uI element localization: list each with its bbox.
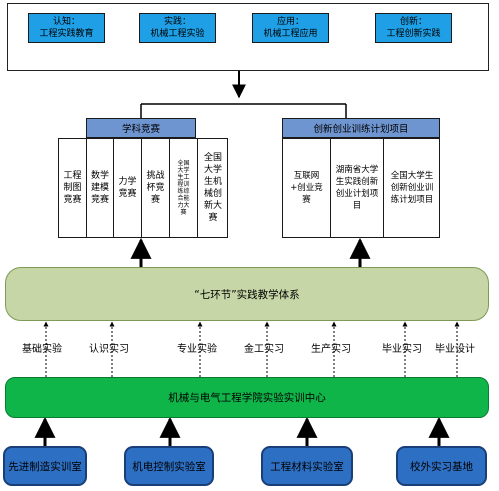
- column-divider: [330, 138, 331, 238]
- practice-label-production-internship: 生产实习: [311, 344, 351, 355]
- stage-box-innovation: 创新： 工程创新实践: [375, 13, 452, 43]
- competition-item-label: 全国大学生机械创新大赛: [203, 153, 222, 223]
- stage-line1: 创新：: [399, 17, 427, 27]
- stage-line1: 实践：: [163, 17, 191, 27]
- innovation-item: 全国大学生创新创业训练计划项目: [385, 142, 439, 234]
- practice-label-graduation-internship: 毕业实习: [382, 344, 422, 355]
- innovation-item-label: 互联网+创业竞赛: [290, 171, 323, 205]
- competition-item: 挑战杯竞赛: [143, 142, 168, 234]
- innovation-item-label: 全国大学生创新创业训练计划项目: [390, 171, 434, 205]
- stage-line2: 工程创新实践: [386, 29, 441, 39]
- stage-line2: 机械工程实验: [150, 29, 205, 39]
- practice-system-label: “七环节”实践教学体系: [194, 288, 300, 301]
- stage-box-cognition: 认知： 工程实践教育: [28, 13, 105, 43]
- lab-label: 先进制造实训室: [8, 460, 82, 473]
- practice-label-metalwork-internship: 金工实习: [244, 344, 284, 355]
- competition-item: 全国大学生机械创新大赛: [199, 142, 227, 234]
- competition-item: 工程制图竞赛: [60, 142, 85, 234]
- stage-box-application: 应用： 机械工程应用: [252, 13, 329, 43]
- stage-line1: 应用：: [276, 17, 304, 27]
- competitions-title: 学科竞赛: [121, 124, 160, 135]
- column-divider: [383, 138, 384, 238]
- competition-item: 数学建模竞赛: [88, 142, 112, 234]
- competition-item-label: 挑战杯竞赛: [146, 171, 165, 205]
- stage-line1: 认知：: [52, 17, 80, 27]
- practice-label-professional-experiment: 专业实验: [177, 344, 217, 355]
- column-divider: [197, 138, 198, 238]
- practice-system-band: “七环节”实践教学体系: [5, 267, 489, 321]
- column-divider: [86, 138, 87, 238]
- competition-item-label: 工程制图竞赛: [63, 171, 82, 205]
- stage-box-practice: 实践： 机械工程实验: [139, 13, 216, 43]
- competitions-header: 学科竞赛: [86, 118, 196, 138]
- column-divider: [141, 138, 142, 238]
- lab-label: 校外实习基地: [410, 460, 473, 473]
- competition-item-label: 数学建模竞赛: [90, 171, 109, 205]
- practice-label-graduation-design: 毕业设计: [435, 344, 475, 355]
- stage-line2: 工程实践教育: [39, 29, 94, 39]
- innovation-header: 创新创业训练计划项目: [282, 118, 440, 138]
- competition-item-label: 全国大学生工程训练综合能力大赛: [177, 160, 190, 216]
- lab-electromechanical-control: 机电控制实验室: [124, 446, 214, 486]
- innovation-body: [282, 138, 440, 238]
- lab-advanced-manufacturing: 先进制造实训室: [3, 446, 87, 486]
- innovation-item: 互联网+创业竞赛: [284, 142, 329, 234]
- practice-label-basic-experiment: 基础实验: [22, 344, 62, 355]
- training-center-band: 机械与电气工程学院实验实训中心: [5, 377, 489, 418]
- training-center-label: 机械与电气工程学院实验实训中心: [168, 392, 326, 404]
- lab-label: 工程材料实验室: [270, 460, 344, 473]
- lab-engineering-materials: 工程材料实验室: [261, 446, 353, 486]
- innovation-item-label: 湖南省大学生实践创新创业计划项目: [335, 165, 379, 211]
- innovation-title: 创新创业训练计划项目: [313, 124, 409, 135]
- competition-item: 力学竞赛: [115, 142, 140, 234]
- column-divider: [169, 138, 170, 238]
- competition-item-label: 力学竞赛: [118, 177, 137, 199]
- column-divider: [113, 138, 114, 238]
- lab-off-campus-base: 校外实习基地: [396, 446, 487, 486]
- stage-line2: 机械工程应用: [263, 29, 318, 39]
- lab-label: 机电控制实验室: [132, 460, 206, 473]
- practice-label-cognition-internship: 认识实习: [89, 344, 129, 355]
- innovation-item: 湖南省大学生实践创新创业计划项目: [332, 142, 382, 234]
- competition-item: 全国大学生工程训练综合能力大赛: [171, 142, 196, 234]
